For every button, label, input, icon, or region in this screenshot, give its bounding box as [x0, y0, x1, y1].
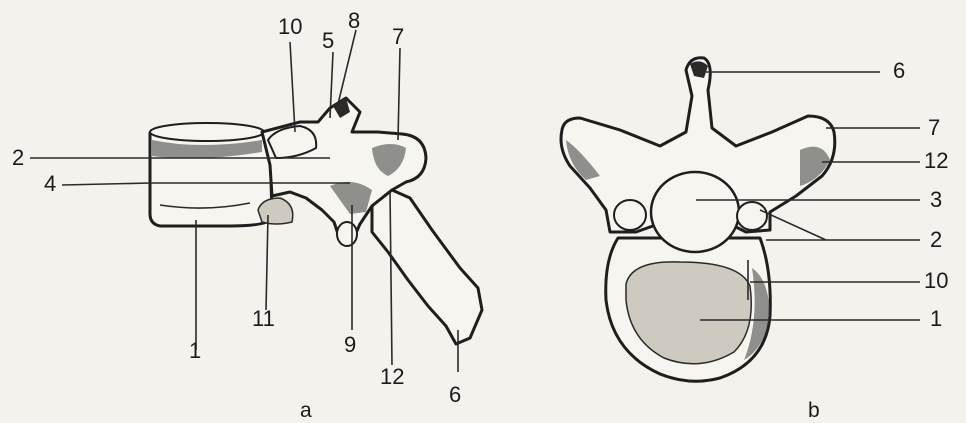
label-a-2: 2	[12, 147, 24, 169]
left-superior-articular-facet	[614, 200, 646, 230]
label-a-6: 6	[449, 384, 461, 406]
label-a-12: 12	[380, 366, 404, 388]
vertebral-foramen	[651, 172, 739, 252]
label-b-6: 6	[893, 60, 905, 82]
label-a-7: 7	[392, 26, 404, 48]
label-a-5: 5	[322, 30, 334, 52]
label-b-1: 1	[930, 308, 942, 330]
label-b-2: 2	[930, 229, 942, 251]
label-a-8: 8	[348, 10, 360, 32]
label-b-10: 10	[924, 270, 948, 292]
inferior-articular-process-lateral	[337, 222, 357, 246]
inferior-costal-facet	[258, 198, 293, 224]
label-b-12: 12	[924, 150, 948, 172]
label-a-10: 10	[278, 16, 302, 38]
label-b-7: 7	[928, 117, 940, 139]
body-upper-surface	[150, 123, 264, 141]
spinous-process-lateral	[372, 190, 482, 344]
label-a-1: 1	[189, 340, 201, 362]
right-superior-articular-facet	[737, 202, 767, 230]
label-a-4: 4	[44, 173, 56, 195]
label-a-11: 11	[252, 308, 275, 330]
figure-a-drawing	[150, 98, 482, 344]
label-a-9: 9	[344, 334, 356, 356]
label-b-3: 3	[930, 189, 942, 211]
figure-b-drawing	[561, 58, 835, 381]
caption-a: a	[300, 400, 312, 421]
caption-b: b	[808, 400, 820, 421]
